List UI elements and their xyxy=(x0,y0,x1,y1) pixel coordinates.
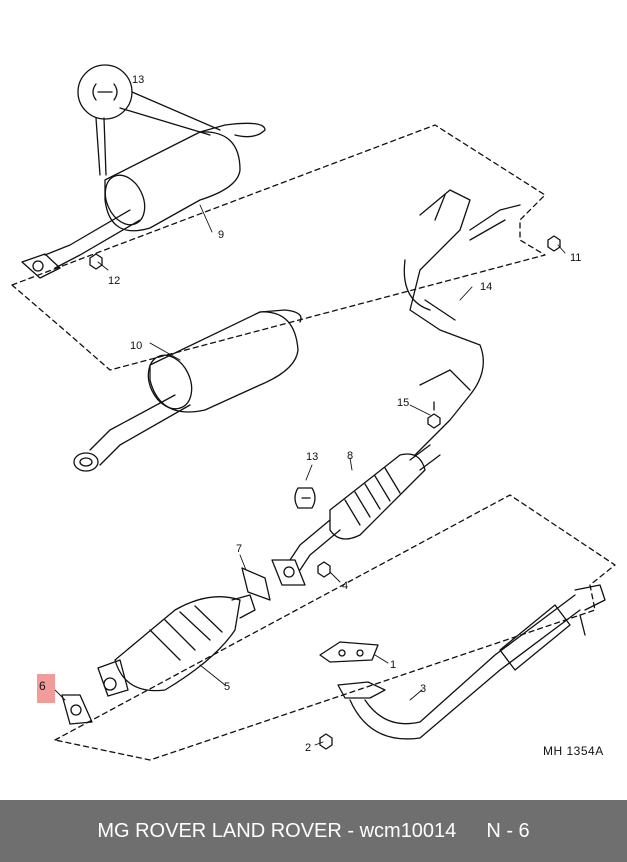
label-2: 2 xyxy=(305,742,311,754)
gasket-6 xyxy=(61,694,93,725)
label-10: 10 xyxy=(130,340,142,352)
label-5: 5 xyxy=(224,681,230,693)
bolt-15 xyxy=(427,401,441,429)
nut-4 xyxy=(317,561,331,578)
label-6: 6 xyxy=(39,679,46,693)
exhaust-system-diagram: 13 9 12 10 14 11 15 8 13 7 4 5 1 3 2 MH … xyxy=(11,64,616,761)
rubber-mount-13 xyxy=(294,487,316,509)
upper-group-boundary xyxy=(11,124,546,371)
label-11: 11 xyxy=(570,252,581,264)
label-13-top: 13 xyxy=(132,74,144,86)
diagram-reference-code: MH 1354A xyxy=(543,744,604,758)
catalytic-converter-5 xyxy=(97,594,256,697)
label-14: 14 xyxy=(480,281,492,293)
leader-lines xyxy=(54,204,566,746)
nut-12 xyxy=(89,253,103,270)
label-13-middle: 13 xyxy=(306,451,318,463)
front-pipe-3 xyxy=(337,584,606,740)
footer-brand-text: MG ROVER LAND ROVER - wcm10014 xyxy=(97,819,457,842)
label-7: 7 xyxy=(236,543,242,555)
lower-group-boundary xyxy=(54,494,616,761)
label-1: 1 xyxy=(390,659,396,671)
intermediate-pipe-14 xyxy=(403,189,521,456)
gasket-1 xyxy=(319,641,379,663)
nut-2 xyxy=(319,733,333,750)
rear-silencer-10 xyxy=(73,309,302,472)
label-8: 8 xyxy=(347,450,353,462)
label-12: 12 xyxy=(108,275,120,287)
rear-silencer-9 xyxy=(21,122,266,279)
label-3: 3 xyxy=(420,683,426,695)
label-4: 4 xyxy=(342,580,348,592)
footer-bar: MG ROVER LAND ROVER - wcm10014 N - 6 xyxy=(0,800,627,862)
gasket-7 xyxy=(241,567,271,601)
footer-page-text: N - 6 xyxy=(486,819,530,842)
highlighted-part-marker xyxy=(37,674,55,703)
part-labels: 13 9 12 10 14 11 15 8 13 7 4 5 1 3 2 MH … xyxy=(108,74,604,758)
label-9: 9 xyxy=(218,229,224,241)
nut-11 xyxy=(547,235,561,252)
middle-pipe-8 xyxy=(289,444,441,571)
label-15: 15 xyxy=(397,397,409,409)
